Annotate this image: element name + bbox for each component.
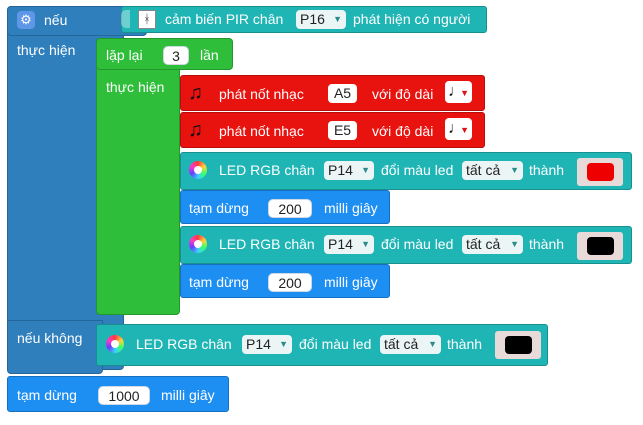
color-picker[interactable] bbox=[577, 232, 623, 260]
led-to-label: thành bbox=[529, 162, 565, 178]
led-rgb-block-else[interactable] bbox=[96, 324, 548, 366]
if-block-else-bar bbox=[7, 320, 103, 374]
led-pin-value: P14 bbox=[246, 336, 271, 352]
led-pin-dropdown[interactable]: P14 ▼ bbox=[242, 335, 292, 354]
gear-icon[interactable]: ⚙ bbox=[17, 11, 35, 29]
duration-label: với độ dài bbox=[372, 86, 434, 102]
chevron-down-icon: ▼ bbox=[361, 239, 370, 249]
led-which-value: tất cả bbox=[384, 336, 419, 352]
chevron-down-icon: ▼ bbox=[428, 339, 437, 349]
input-notch bbox=[121, 10, 130, 28]
led-to-label: thành bbox=[447, 336, 483, 352]
pause-value-input[interactable]: 200 bbox=[268, 273, 312, 292]
led-change-label: đổi màu led bbox=[381, 236, 454, 252]
chevron-down-icon: ▼ bbox=[279, 339, 288, 349]
pause-unit: milli giây bbox=[324, 200, 378, 216]
pir-sensor-icon: ᚼ bbox=[138, 10, 156, 29]
music-note-icon: ♫ bbox=[188, 119, 203, 141]
led-label: LED RGB chân bbox=[219, 236, 315, 252]
duration-dropdown[interactable]: ♩▼ bbox=[445, 118, 472, 140]
pause-unit: milli giây bbox=[161, 387, 215, 403]
led-rgb-block-2[interactable] bbox=[180, 226, 632, 264]
led-change-label: đổi màu led bbox=[299, 336, 372, 352]
duration-label: với độ dài bbox=[372, 123, 434, 139]
chevron-down-icon: ▼ bbox=[460, 125, 469, 135]
led-pin-dropdown[interactable]: P14 ▼ bbox=[324, 161, 374, 180]
color-picker[interactable] bbox=[495, 331, 541, 359]
pir-pin-value: P16 bbox=[300, 11, 325, 27]
led-to-label: thành bbox=[529, 236, 565, 252]
led-change-label: đổi màu led bbox=[381, 162, 454, 178]
play-note-label: phát nốt nhạc bbox=[219, 123, 304, 139]
music-note-icon: ♫ bbox=[188, 82, 203, 104]
led-pin-dropdown[interactable]: P14 ▼ bbox=[324, 235, 374, 254]
led-which-dropdown[interactable]: tất cả ▼ bbox=[380, 335, 441, 354]
led-which-dropdown[interactable]: tất cả ▼ bbox=[462, 235, 523, 254]
chevron-down-icon: ▼ bbox=[510, 165, 519, 175]
else-label: nếu không bbox=[17, 330, 83, 346]
pause-value-input[interactable]: 1000 bbox=[98, 386, 150, 405]
note-value-input[interactable]: E5 bbox=[328, 121, 357, 140]
chevron-down-icon: ▼ bbox=[510, 239, 519, 249]
rgb-led-icon bbox=[106, 335, 124, 353]
color-picker[interactable] bbox=[577, 158, 623, 186]
chevron-down-icon: ▼ bbox=[460, 88, 469, 98]
pir-pin-dropdown[interactable]: P16 ▼ bbox=[296, 10, 346, 29]
duration-dropdown[interactable]: ♩▼ bbox=[445, 81, 472, 103]
color-swatch bbox=[587, 163, 614, 181]
repeat-unit: lần bbox=[200, 47, 219, 63]
led-label: LED RGB chân bbox=[219, 162, 315, 178]
repeat-count-input[interactable]: 3 bbox=[163, 46, 189, 65]
led-which-value: tất cả bbox=[466, 162, 501, 178]
quarter-note-icon: ♩ bbox=[448, 83, 464, 100]
led-which-dropdown[interactable]: tất cả ▼ bbox=[462, 161, 523, 180]
pause-unit: milli giây bbox=[324, 274, 378, 290]
if-label: nếu bbox=[44, 12, 68, 28]
chevron-down-icon: ▼ bbox=[361, 165, 370, 175]
pir-text-before: cảm biến PIR chân bbox=[165, 11, 284, 27]
color-swatch bbox=[587, 237, 614, 255]
rgb-led-icon bbox=[189, 161, 207, 179]
quarter-note-icon: ♩ bbox=[448, 120, 464, 137]
chevron-down-icon: ▼ bbox=[333, 14, 342, 24]
pir-text-after: phát hiện có người bbox=[353, 11, 471, 27]
led-label: LED RGB chân bbox=[136, 336, 232, 352]
color-swatch bbox=[505, 336, 532, 354]
repeat-do-label: thực hiện bbox=[106, 79, 165, 95]
pause-label: tạm dừng bbox=[17, 387, 77, 403]
rgb-led-icon bbox=[189, 235, 207, 253]
led-pin-value: P14 bbox=[328, 236, 353, 252]
led-rgb-block-1[interactable] bbox=[180, 152, 632, 190]
repeat-label: lặp lại bbox=[106, 47, 143, 63]
pause-value-input[interactable]: 200 bbox=[268, 199, 312, 218]
led-which-value: tất cả bbox=[466, 236, 501, 252]
do-label: thực hiện bbox=[17, 42, 76, 58]
pause-label: tạm dừng bbox=[189, 274, 249, 290]
repeat-block[interactable] bbox=[96, 38, 180, 315]
play-note-label: phát nốt nhạc bbox=[219, 86, 304, 102]
led-pin-value: P14 bbox=[328, 162, 353, 178]
note-value-input[interactable]: A5 bbox=[328, 84, 357, 103]
pause-label: tạm dừng bbox=[189, 200, 249, 216]
